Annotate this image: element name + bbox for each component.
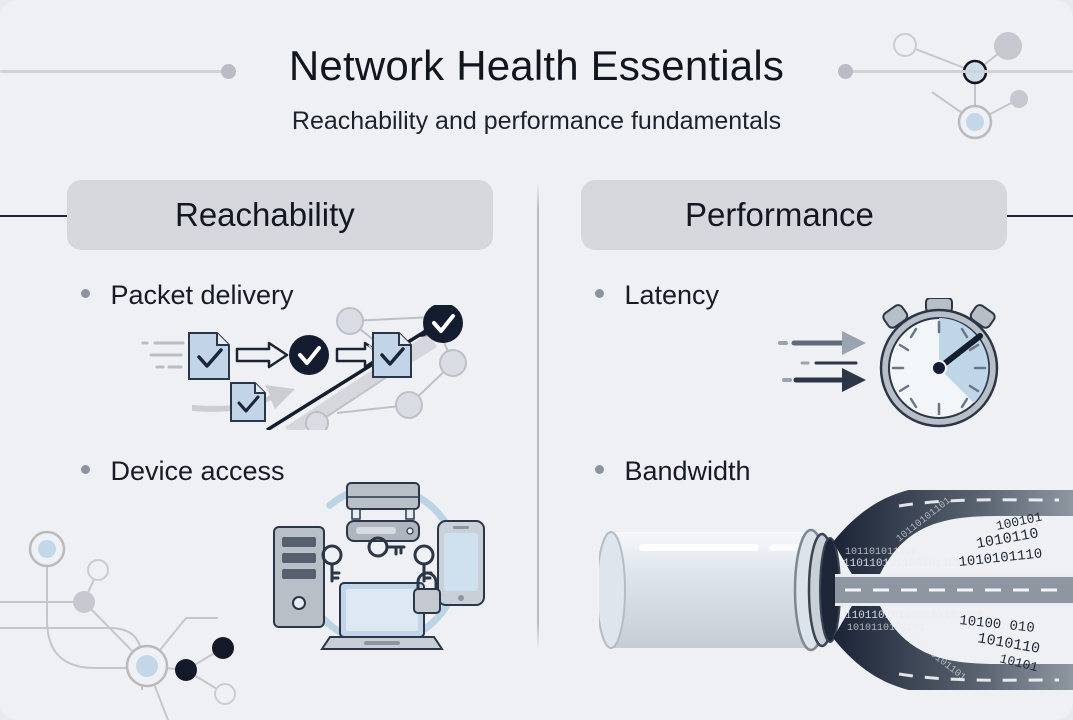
pipe-body [611,532,811,648]
packet-delivery-illustration [141,305,467,430]
title-dot-left [221,64,236,79]
title-dot-right [838,64,853,79]
motion-arrows [778,331,866,392]
server-tower-icon [273,526,325,628]
hand-pivot [931,360,947,376]
road-middle [835,576,1073,604]
svg-text:10100 010: 10100 010 [958,613,1035,637]
svg-text:101101011010: 101101011010 [845,547,917,558]
bullet-dot-icon [81,289,90,298]
section-header-performance[interactable]: Performance [581,180,1007,250]
node-ring [28,530,66,568]
list-item-label: Latency [624,280,720,310]
check-icon [380,347,405,366]
device-access-illustration [273,482,485,650]
list-item-bandwidth[interactable]: Bandwidth [595,456,751,487]
column-reachability: Reachability Packet delivery [0,180,559,670]
key-icon [413,544,435,583]
key-icon [367,536,406,558]
svg-text:110110101100101101011: 110110101100101101011 [845,610,984,622]
section-header-reachability[interactable]: Reachability [67,180,493,250]
padlock-icon [413,571,441,614]
list-item-device-access[interactable]: Device access [81,456,285,487]
graph-node [336,307,364,335]
graph-node [439,349,467,377]
stopwatch-hand [936,333,983,371]
node-hollow [214,683,236,705]
node-core [38,540,56,558]
stopwatch-illustration [778,298,999,428]
key-icon [321,544,343,583]
section-title-performance: Performance [685,196,874,233]
flow-arrow [235,341,289,369]
bullet-dot-icon [595,465,604,474]
title-rule-right [845,70,1073,73]
check-icon [197,348,223,368]
road-lower [833,604,1073,690]
check-icon [237,395,260,413]
page-title: Network Health Essentials [288,42,785,89]
title-rule-left [0,70,228,73]
svg-text:1101101011001011010110: 1101101011001011010110 [843,558,988,570]
list-item-label: Packet delivery [110,280,294,310]
graph-node [395,391,423,419]
graph-node [305,411,329,430]
road-upper [833,490,1073,576]
node-filled [1010,90,1028,108]
page-subtitle: Reachability and performance fundamental… [291,107,782,135]
binary-stream-dark: 100101 1010110 1010101110 10100 010 1010… [958,509,1044,675]
bullet-dot-icon [595,289,604,298]
column-performance: Performance Latency [581,180,1073,690]
laptop-icon [320,582,444,650]
svg-text:1010110101101: 1010110101101 [847,623,925,634]
check-icon [298,346,321,365]
column-divider [537,182,539,650]
smartphone-icon [437,520,485,606]
sweep-arrow [192,385,295,412]
list-item-packet-delivery[interactable]: Packet delivery [81,280,294,311]
list-item-label: Device access [110,456,285,486]
bullet-dot-icon [81,465,90,474]
packet-document [372,332,412,378]
delivery-check-badge [289,335,329,375]
delivery-check-badge [423,305,463,343]
check-icon [432,314,455,333]
section-title-reachability: Reachability [175,196,355,233]
list-item-latency[interactable]: Latency [595,280,719,311]
svg-text:1010101110: 1010101110 [958,546,1043,571]
dial-ticks [891,320,987,416]
network-switch-icon [346,482,420,542]
packet-document [188,332,230,380]
pipe-to-roads-illustration: 1101101011001011010110 101101011010 1101… [599,490,1073,690]
packet-document [230,382,266,422]
list-item-label: Bandwidth [624,456,751,486]
